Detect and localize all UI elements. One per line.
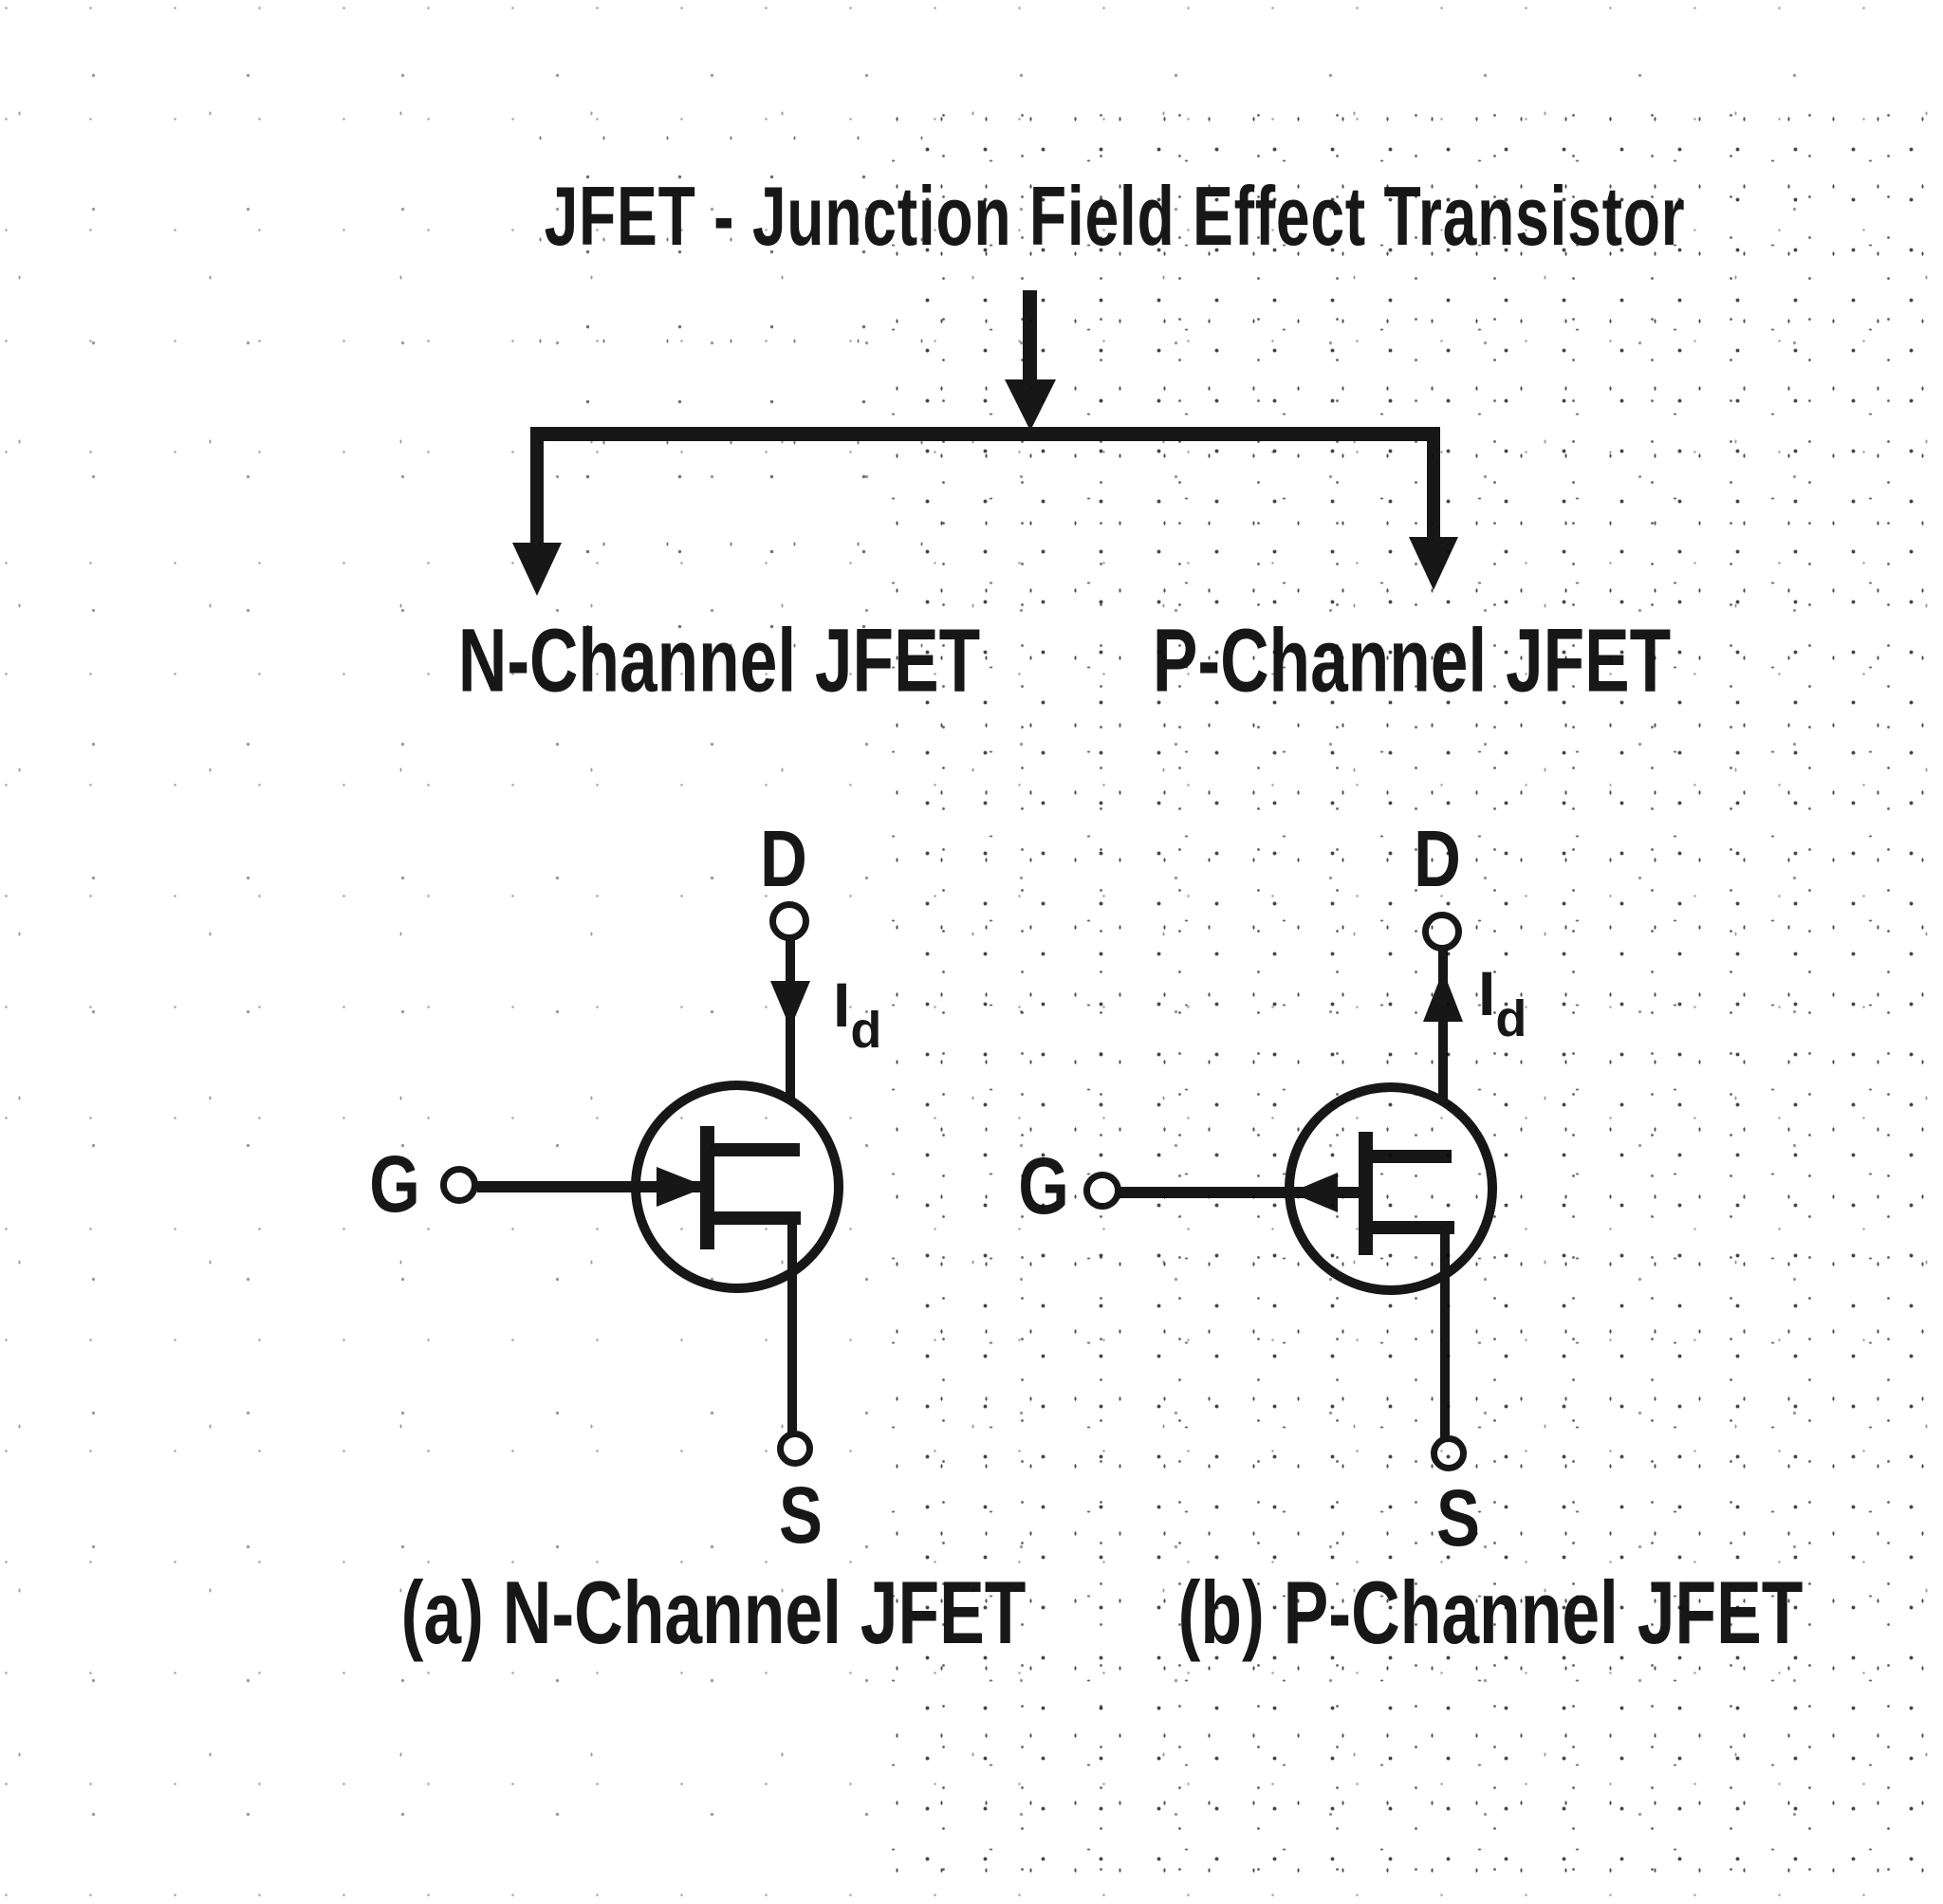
gate-terminal-circle [1083, 1172, 1121, 1210]
drain-current-arrow-up-icon [1423, 970, 1463, 1022]
drain-label: D [1414, 814, 1461, 903]
tree-branch-line [531, 427, 1440, 441]
drain-label: D [760, 814, 807, 903]
caption-a: (a) N-Channel JFET [400, 1562, 1027, 1662]
drain-connector [706, 1143, 800, 1156]
branch-label-p-channel: P-Channel JFET [1152, 610, 1672, 712]
branch-label-n-channel: N-Channel JFET [457, 610, 981, 712]
drain-current-label: Id [1478, 962, 1527, 1044]
tree-root-arrow-down-icon [1005, 379, 1056, 431]
tree-root-arrow-shaft [1023, 290, 1037, 387]
drain-current-label: Id [833, 973, 881, 1056]
gate-arrow-right-icon [657, 1167, 707, 1207]
drain-connector [1364, 1150, 1452, 1163]
gate-terminal-circle [440, 1166, 478, 1204]
drain-terminal-circle [769, 901, 809, 941]
drain-current-symbol: I [833, 970, 851, 1040]
gate-label: G [1018, 1141, 1069, 1230]
gate-arrow-left-icon [1290, 1173, 1338, 1212]
page-title: JFET - Junction Field Effect Transistor [544, 169, 1686, 263]
source-wire [1440, 1232, 1450, 1437]
source-connector [706, 1211, 801, 1225]
tree-right-branch-shaft [1427, 427, 1440, 541]
tree-left-arrow-down-icon [512, 543, 562, 596]
source-label: S [1436, 1473, 1480, 1562]
drain-current-symbol: I [1478, 958, 1496, 1028]
gate-wire [477, 1181, 701, 1192]
source-wire [787, 1223, 797, 1433]
gate-label: G [369, 1139, 420, 1229]
source-terminal-circle [777, 1431, 813, 1467]
drain-terminal-circle [1422, 912, 1462, 952]
tree-right-arrow-down-icon [1409, 537, 1458, 590]
source-terminal-circle [1431, 1435, 1467, 1471]
caption-b: (b) P-Channel JFET [1177, 1562, 1804, 1662]
drain-current-arrow-down-icon [770, 981, 810, 1028]
tree-left-branch-shaft [530, 427, 544, 548]
source-label: S [779, 1470, 823, 1560]
drain-current-subscript: d [850, 1002, 882, 1059]
drain-current-subscript: d [1495, 990, 1527, 1047]
drain-wire [786, 939, 795, 1151]
